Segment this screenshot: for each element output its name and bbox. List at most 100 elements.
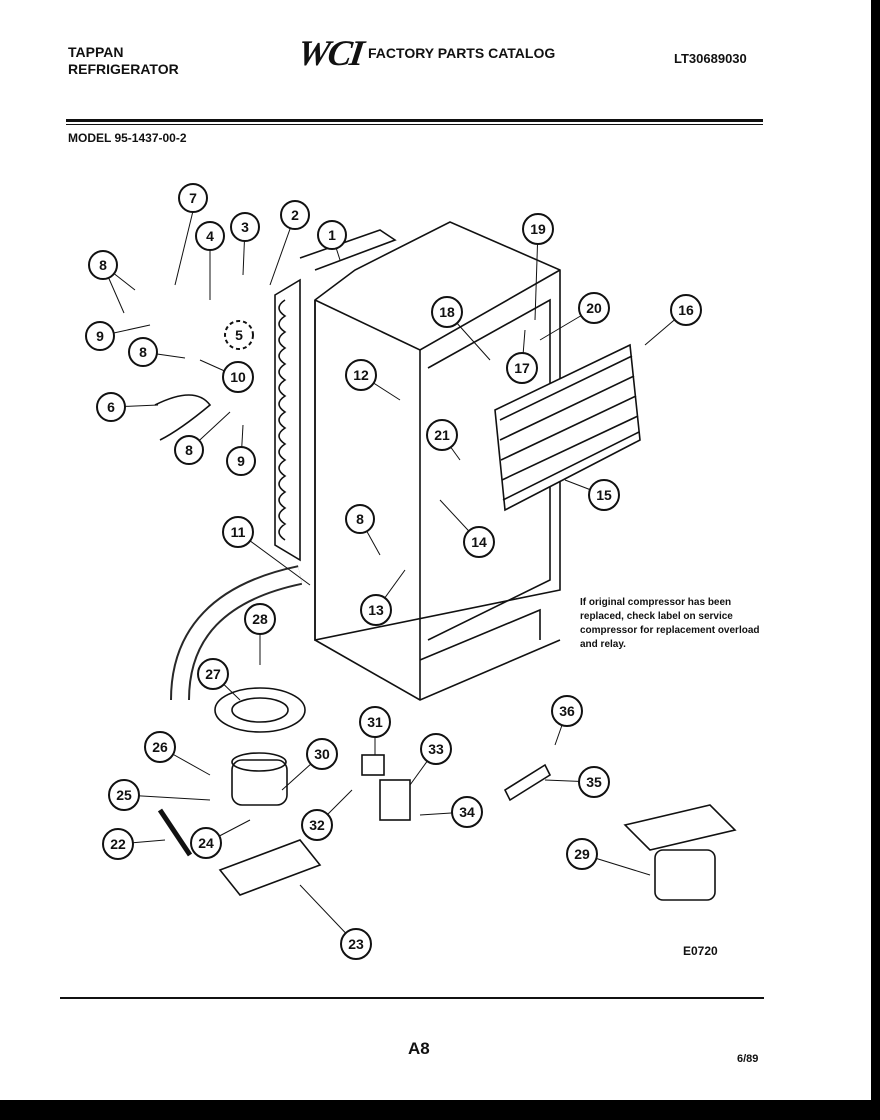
callout-label: 15 [596, 487, 612, 503]
callout-16: 16 [670, 294, 702, 326]
callout-8a: 8 [88, 250, 118, 280]
callout-label: 6 [107, 399, 115, 415]
callout-10: 10 [222, 361, 254, 393]
callout-6: 6 [96, 392, 126, 422]
callout-label: 5 [235, 327, 243, 343]
callout-30: 30 [306, 738, 338, 770]
callout-label: 24 [198, 835, 214, 851]
compressor-assembly [170, 565, 322, 896]
header-rule-thin [66, 124, 763, 125]
callout-label: 13 [368, 602, 384, 618]
callout-label: 8 [185, 442, 193, 458]
callout-17: 17 [506, 352, 538, 384]
header-rule [66, 119, 763, 122]
callout-9b: 9 [226, 446, 256, 476]
exploded-parts-diagram: 1 2 3 4 5 6 7 8 8 8 8 9 9 10 11 12 13 14… [85, 183, 737, 960]
callout-label: 23 [348, 936, 364, 952]
callout-label: 28 [252, 611, 268, 627]
callout-label: 25 [116, 787, 132, 803]
callout-8b: 8 [128, 337, 158, 367]
callout-8c: 8 [174, 435, 204, 465]
page-number: A8 [408, 1039, 430, 1058]
catalog-sheet: TAPPAN REFRIGERATOR WCI FACTORY PARTS CA… [0, 0, 871, 1100]
callout-32: 32 [301, 809, 333, 841]
callout-label: 32 [309, 817, 325, 833]
callout-label: 8 [139, 344, 147, 360]
callout-label: 21 [434, 427, 450, 443]
relay [379, 779, 411, 821]
catalog-title: FACTORY PARTS CATALOG [368, 45, 556, 61]
callout-29: 29 [566, 838, 598, 870]
evaporator [494, 343, 641, 512]
callout-label: 11 [231, 524, 246, 540]
revision-date: 6/89 [737, 1053, 759, 1065]
callout-20: 20 [578, 292, 610, 324]
callout-28: 28 [244, 603, 276, 635]
callout-3: 3 [230, 212, 260, 242]
product-type: REFRIGERATOR [68, 61, 179, 77]
callout-label: 22 [110, 836, 126, 852]
footer-rule [60, 997, 764, 999]
callout-label: 1 [328, 227, 336, 243]
callout-label: 29 [574, 846, 590, 862]
callout-label: 7 [189, 190, 197, 206]
callout-label: 12 [353, 367, 369, 383]
callout-34: 34 [451, 796, 483, 828]
callout-label: 9 [237, 453, 245, 469]
callout-22: 22 [102, 828, 134, 860]
callout-label: 18 [439, 304, 455, 320]
callout-label: 31 [367, 714, 383, 730]
callout-31: 31 [359, 706, 391, 738]
callout-label: 35 [586, 774, 602, 790]
callout-24: 24 [190, 827, 222, 859]
callout-label: 16 [678, 302, 694, 318]
callout-5: 5 [224, 320, 254, 350]
callout-label: 30 [314, 746, 330, 762]
callout-label: 33 [428, 741, 444, 757]
callout-21: 21 [426, 419, 458, 451]
callout-18: 18 [431, 296, 463, 328]
callout-label: 8 [99, 257, 107, 273]
callout-36: 36 [551, 695, 583, 727]
callout-15: 15 [588, 479, 620, 511]
callout-label: 14 [471, 534, 487, 550]
callout-label: 27 [205, 666, 221, 682]
callout-label: 26 [152, 739, 168, 755]
callout-33: 33 [420, 733, 452, 765]
callout-1: 1 [317, 220, 347, 250]
callout-label: 20 [586, 300, 602, 316]
callout-label: 19 [530, 221, 546, 237]
callout-label: 8 [356, 511, 364, 527]
callout-35: 35 [578, 766, 610, 798]
model-number: MODEL 95-1437-00-2 [68, 131, 187, 145]
callout-8d: 8 [345, 504, 375, 534]
service-compressor [623, 804, 737, 901]
callout-12: 12 [345, 359, 377, 391]
callout-27: 27 [197, 658, 229, 690]
callout-label: 10 [230, 369, 246, 385]
callout-4: 4 [195, 221, 225, 251]
callout-13: 13 [360, 594, 392, 626]
callout-label: 2 [291, 207, 299, 223]
drier [157, 808, 193, 857]
callout-label: 4 [206, 228, 214, 244]
header-center: WCI FACTORY PARTS CATALOG [295, 32, 556, 74]
callout-7: 7 [178, 183, 208, 213]
callout-11: 11 [222, 516, 254, 548]
callout-25: 25 [108, 779, 140, 811]
callout-label: 34 [459, 804, 475, 820]
callout-2: 2 [280, 200, 310, 230]
diagram-code: E0720 [683, 944, 718, 958]
callout-9a: 9 [85, 321, 115, 351]
catalog-number: LT30689030 [674, 51, 747, 66]
compressor-note: If original compressor has been replaced… [580, 597, 760, 650]
callout-label: 36 [559, 703, 575, 719]
callout-19: 19 [522, 213, 554, 245]
callout-label: 9 [96, 328, 104, 344]
power-cord [154, 394, 212, 441]
callout-23: 23 [340, 928, 372, 960]
manufacturer: TAPPAN [68, 44, 124, 60]
callout-14: 14 [463, 526, 495, 558]
header-left: TAPPAN REFRIGERATOR [68, 44, 179, 78]
overload-protector [361, 754, 385, 776]
